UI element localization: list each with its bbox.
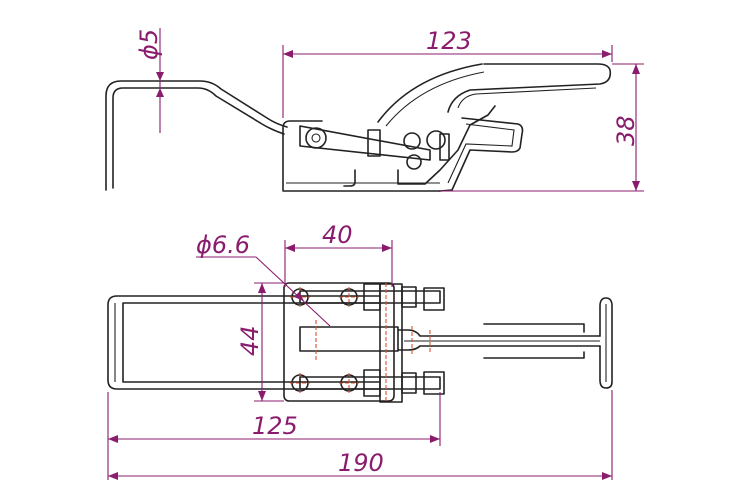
dim-wire-dia-label: ϕ5: [135, 29, 163, 60]
side-rear-bracket: [439, 117, 524, 192]
top-rod-lower: [299, 376, 441, 390]
side-body: [397, 105, 496, 185]
side-pivot-right: [426, 130, 446, 150]
top-block-1: [363, 283, 381, 311]
top-wire-loop-inner: [122, 302, 381, 383]
dimensions: ϕ5 123 38 ϕ6.6: [107, 27, 644, 480]
dim-width-44-label: 44: [236, 325, 264, 356]
side-handle-inner: [457, 87, 597, 109]
top-handle-plate: [483, 323, 585, 359]
side-wire-hook-inner: [105, 80, 288, 191]
top-block-4: [401, 286, 417, 308]
dim-spacing-40-label: 40: [322, 221, 353, 249]
side-wire-hook: [112, 87, 285, 189]
top-wire-loop-outer: [107, 295, 381, 390]
top-t-end: [599, 297, 613, 389]
side-pivot-left-inner: [311, 133, 321, 143]
top-handle-fork: [397, 329, 601, 337]
dim-spacing-40: 40: [284, 221, 393, 287]
top-block-5: [401, 372, 417, 394]
side-rear-bracket-inner: [447, 123, 515, 184]
side-base-plate: [282, 120, 323, 191]
side-view: [105, 63, 612, 192]
dim-length-125-label: 125: [252, 412, 298, 440]
side-hook-tab: [343, 169, 356, 187]
top-nut-lower: [423, 371, 445, 395]
side-arch: [377, 63, 483, 123]
dim-width-44: 44: [236, 282, 284, 402]
side-pivot-right-block: [439, 133, 450, 161]
side-arch-inner: [385, 71, 485, 127]
dim-height-38: 38: [440, 63, 644, 192]
side-handle: [447, 63, 612, 113]
dim-length-190: 190: [108, 390, 613, 480]
side-link-arm: [299, 125, 431, 161]
top-nut-upper: [423, 287, 445, 311]
dim-length-123: 123: [282, 27, 613, 118]
dim-hole-dia-label: ϕ6.6: [196, 231, 250, 259]
top-view: [107, 282, 613, 403]
dim-length-125: 125: [107, 392, 441, 480]
side-pivot-mid: [403, 132, 421, 150]
top-block-2: [363, 369, 381, 397]
top-block-3: [379, 283, 403, 403]
dim-wire-dia: ϕ5: [135, 28, 164, 133]
dim-hole-dia: ϕ6.6: [196, 231, 331, 327]
dim-height-38-label: 38: [612, 115, 640, 146]
side-pivot-block: [367, 129, 381, 157]
dim-length-190-label: 190: [338, 449, 384, 477]
side-pivot-left: [305, 127, 327, 149]
top-base-plate: [283, 282, 395, 402]
dim-length-123-label: 123: [426, 27, 472, 55]
side-pivot-low: [406, 154, 422, 170]
top-rod-upper: [299, 290, 441, 304]
top-link-bar: [299, 326, 399, 352]
top-handle-fork-2: [397, 345, 601, 351]
